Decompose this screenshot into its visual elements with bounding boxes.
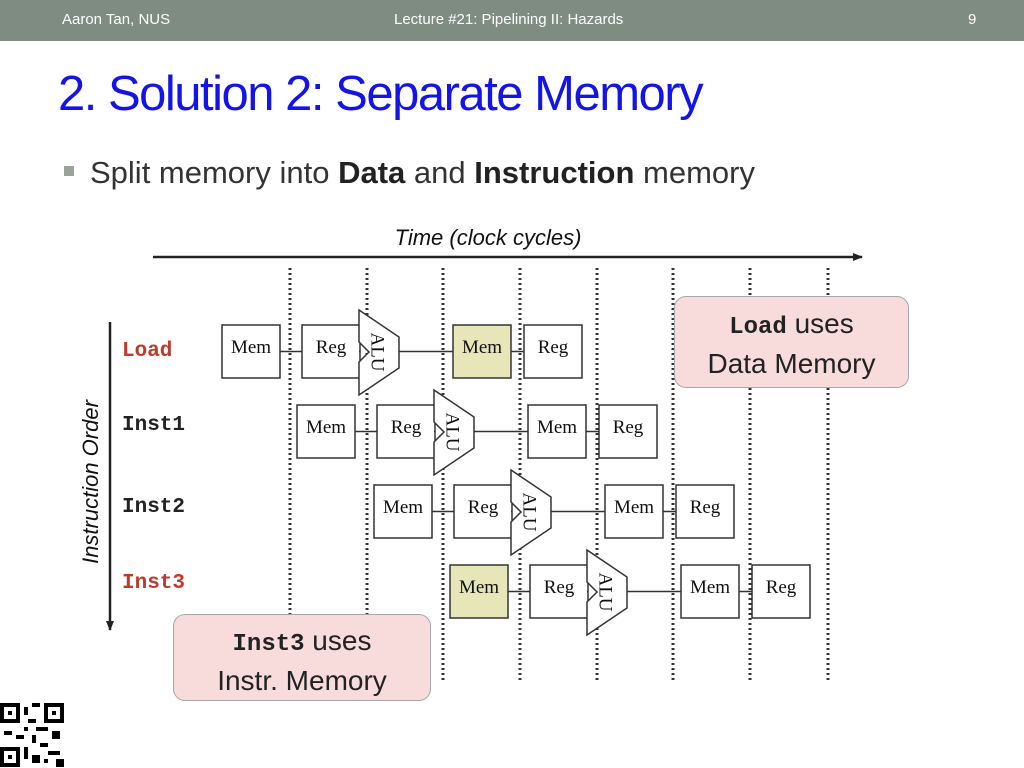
register-write-stage-label: Reg (690, 497, 721, 518)
bullet-bold-data: Data (338, 155, 406, 190)
inst3-callout-line1: Inst3 uses (174, 623, 430, 663)
load-callout-code: Load (729, 314, 787, 341)
bullet-text-mid: and (405, 155, 475, 190)
register-read-stage-label: Reg (468, 497, 499, 518)
register-read-stage-label: Reg (316, 337, 347, 358)
inst3-callout-uses: uses (304, 625, 372, 656)
instruction-memory-stage-label: Mem (306, 417, 346, 438)
instruction-memory-stage-label: Mem (383, 497, 423, 518)
bullet-text-pre: Split memory into (90, 155, 339, 190)
instruction-memory-stage-label: Mem (231, 337, 271, 358)
alu-label: ALU (367, 332, 388, 371)
clock-cycle-lines (288, 268, 830, 680)
pipeline-row: Inst3 Mem Reg ALU Mem Reg (122, 548, 811, 637)
data-memory-stage-box (452, 324, 512, 379)
alu-stage (510, 468, 552, 557)
register-write-stage-box (523, 324, 583, 379)
slide-title: 2. Solution 2: Separate Memory (58, 67, 704, 121)
data-memory-stage-label: Mem (614, 497, 654, 518)
alu-stage (358, 308, 400, 397)
bullet-square-icon (64, 165, 74, 176)
inst3-callout-line2: Instr. Memory (217, 665, 387, 696)
load-callout-line2: Data Memory (707, 348, 876, 379)
register-read-stage-label: Reg (391, 417, 422, 438)
register-read-stage-box (376, 404, 436, 459)
time-axis-label: Time (clock cycles) (395, 225, 582, 250)
data-memory-stage-label: Mem (690, 577, 730, 598)
alu-label: ALU (442, 412, 463, 451)
page-number: 9 (968, 11, 977, 28)
author-label: Aaron Tan, NUS (62, 11, 171, 28)
alu-stage (433, 388, 475, 477)
instruction-order-label: Instruction Order (78, 398, 103, 564)
data-memory-stage-label: Mem (462, 337, 502, 358)
lecture-title: Lecture #21: Pipelining II: Hazards (394, 11, 624, 28)
register-write-stage-box (598, 404, 658, 459)
register-write-stage-label: Reg (538, 337, 569, 358)
register-write-stage-label: Reg (613, 417, 644, 438)
pipeline-row: Inst1 Mem Reg ALU Mem Reg (122, 388, 658, 477)
instruction-label: Inst1 (122, 414, 185, 437)
load-callout-line1: Load uses (675, 306, 908, 346)
load-callout: Load uses Data Memory (674, 296, 909, 388)
data-memory-stage-box (680, 564, 740, 619)
register-write-stage-box (751, 564, 811, 619)
instruction-memory-stage-box (296, 404, 356, 459)
instruction-label: Inst2 (122, 496, 185, 519)
slide-header: Aaron Tan, NUS Lecture #21: Pipelining I… (0, 0, 1024, 41)
alu-label: ALU (519, 492, 540, 531)
load-callout-uses: uses (786, 308, 854, 339)
qr-code-icon (0, 703, 64, 767)
bullet-item: Split memory into Data and Instruction m… (64, 155, 755, 191)
instruction-memory-stage-label: Mem (459, 577, 499, 598)
instruction-memory-stage-box (449, 564, 509, 619)
bullet-text-post: memory (634, 155, 755, 190)
alu-stage (586, 548, 628, 637)
pipeline-row: Inst2 Mem Reg ALU Mem Reg (122, 468, 735, 557)
data-memory-stage-label: Mem (537, 417, 577, 438)
pipeline-row: Load Mem Reg ALU Mem Reg (122, 308, 583, 397)
register-read-stage-box (453, 484, 513, 539)
inst3-callout-code: Inst3 (232, 631, 305, 658)
instruction-label: Inst3 (122, 572, 185, 595)
inst3-callout: Inst3 uses Instr. Memory (173, 614, 431, 701)
instruction-label: Load (122, 340, 172, 363)
alu-label: ALU (595, 572, 616, 611)
register-write-stage-label: Reg (766, 577, 797, 598)
data-memory-stage-box (527, 404, 587, 459)
bullet-bold-instruction: Instruction (474, 155, 635, 190)
register-read-stage-label: Reg (544, 577, 575, 598)
